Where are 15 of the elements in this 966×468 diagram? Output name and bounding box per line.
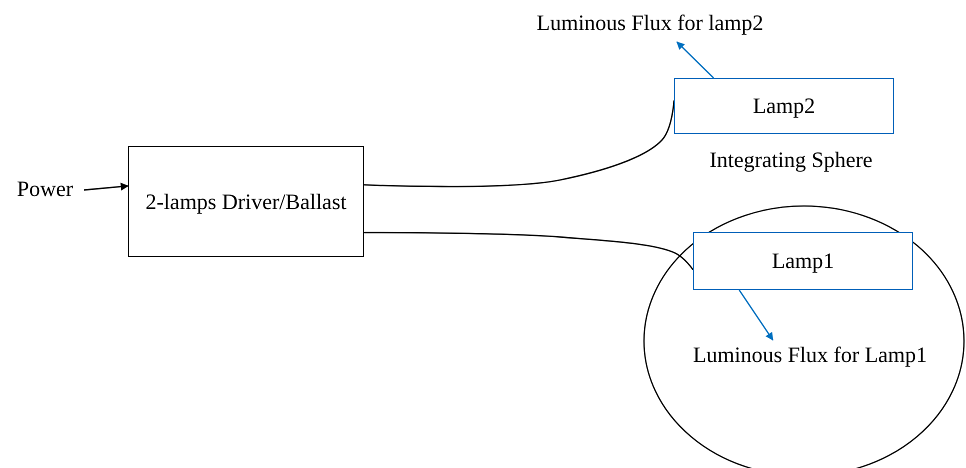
process-box bbox=[128, 146, 364, 257]
text-label: Power bbox=[16, 175, 74, 203]
process-box bbox=[693, 232, 913, 290]
text-label: Luminous Flux for lamp2 bbox=[536, 9, 764, 37]
sphere-label: Integrating Sphere bbox=[708, 146, 874, 174]
box-label: Lamp1 bbox=[770, 247, 836, 275]
connector-line bbox=[364, 232, 694, 270]
connector-line bbox=[676, 41, 714, 78]
connector-line bbox=[364, 100, 675, 188]
process-box bbox=[674, 78, 894, 134]
connector-line bbox=[84, 182, 129, 191]
connector-line bbox=[738, 290, 774, 341]
box-label: Lamp2 bbox=[752, 92, 816, 120]
text-label: Luminous Flux for Lamp1 bbox=[692, 341, 928, 369]
box-label: 2-lamps Driver/Ballast bbox=[144, 188, 348, 216]
